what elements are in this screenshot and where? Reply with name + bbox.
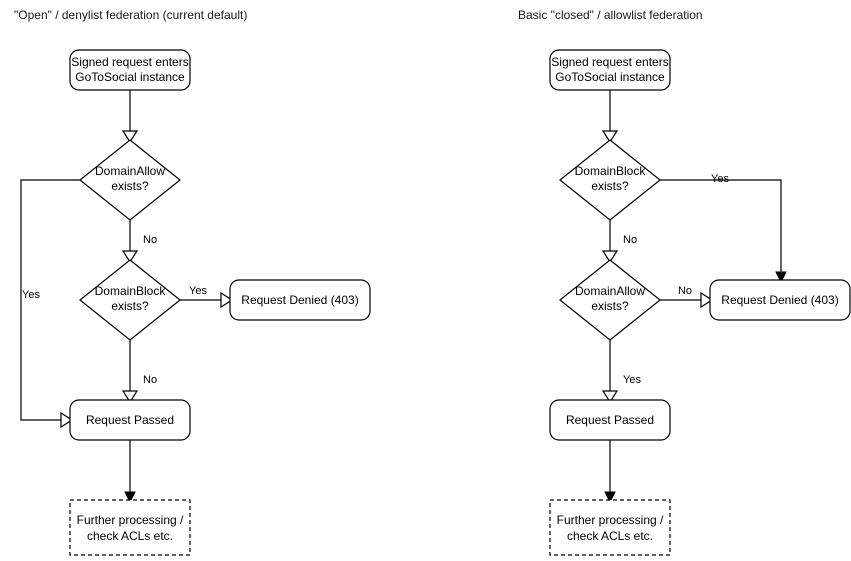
left-edge-label-decision2-no: No — [143, 374, 157, 386]
left-start-label-line2: GoToSocial instance — [75, 70, 185, 84]
left-edge-decision1-yes: Yes — [20, 179, 80, 429]
left-section-title: "Open" / denylist federation (current de… — [14, 8, 247, 22]
right-edge-decision2-no: No — [660, 285, 714, 309]
right-further-shape — [549, 499, 671, 556]
right-denied-label: Request Denied (403) — [721, 293, 838, 307]
left-passed-label: Request Passed — [86, 413, 174, 427]
left-further-node[interactable]: Further processing / check ACLs etc. — [69, 499, 191, 556]
left-start-node[interactable]: Signed request enters GoToSocial instanc… — [69, 49, 191, 91]
left-edge-decision2-yes: Yes — [180, 285, 234, 309]
left-decision2-label-line2: exists? — [111, 299, 149, 313]
left-denied-node[interactable]: Request Denied (403) — [229, 279, 371, 321]
right-passed-label: Request Passed — [566, 413, 654, 427]
right-edge-decision2-yes: Yes — [601, 340, 641, 404]
left-edge-label-decision2-yes: Yes — [189, 285, 207, 297]
left-edge-passed-to-further — [124, 440, 136, 504]
left-edge-label-decision1-no: No — [143, 234, 157, 246]
left-decision1-node[interactable]: DomainAllow exists? — [79, 139, 181, 221]
right-flow-group: Basic "closed" / allowlist federation Si… — [518, 8, 851, 556]
right-decision1-node[interactable]: DomainBlock exists? — [559, 139, 661, 221]
right-further-node[interactable]: Further processing / check ACLs etc. — [549, 499, 671, 556]
right-section-title: Basic "closed" / allowlist federation — [518, 8, 703, 22]
left-decision2-node[interactable]: DomainBlock exists? — [79, 259, 181, 341]
left-start-label-line1: Signed request enters — [71, 55, 188, 69]
right-further-label-line2: check ACLs etc. — [567, 529, 653, 543]
right-start-label-line2: GoToSocial instance — [555, 70, 665, 84]
right-decision1-label-line2: exists? — [591, 179, 629, 193]
left-denied-label: Request Denied (403) — [241, 293, 358, 307]
right-start-node[interactable]: Signed request enters GoToSocial instanc… — [549, 49, 671, 91]
left-edge-decision1-no: No — [121, 220, 157, 264]
left-passed-node[interactable]: Request Passed — [69, 399, 191, 441]
left-flow-group: "Open" / denylist federation (current de… — [14, 8, 371, 556]
right-edge-decision1-yes: Yes — [660, 173, 787, 284]
right-start-label-line1: Signed request enters — [551, 55, 668, 69]
left-edge-decision2-no: No — [121, 340, 157, 404]
right-edge-label-decision2-yes: Yes — [623, 374, 641, 386]
right-decision2-node[interactable]: DomainAllow exists? — [559, 259, 661, 341]
left-edge-start-to-decision1 — [121, 90, 139, 144]
right-edge-label-decision1-yes: Yes — [711, 173, 729, 185]
left-further-label-line1: Further processing / — [77, 513, 184, 527]
left-decision1-label-line2: exists? — [111, 179, 149, 193]
right-edge-label-decision2-no: No — [678, 285, 692, 297]
left-decision2-label-line1: DomainBlock — [95, 284, 167, 298]
right-decision2-label-line1: DomainAllow — [575, 284, 645, 298]
right-edge-passed-to-further — [604, 440, 616, 504]
right-edge-label-decision1-no: No — [623, 234, 637, 246]
left-further-label-line2: check ACLs etc. — [87, 529, 173, 543]
right-denied-shape — [709, 279, 851, 321]
right-further-label-line1: Further processing / — [557, 513, 664, 527]
left-denied-shape — [229, 279, 371, 321]
right-decision1-label-line1: DomainBlock — [575, 164, 647, 178]
right-passed-node[interactable]: Request Passed — [549, 399, 671, 441]
right-edge-decision1-no: No — [601, 220, 637, 264]
left-edge-label-decision1-yes: Yes — [22, 289, 40, 301]
right-decision2-label-line2: exists? — [591, 299, 629, 313]
right-denied-node[interactable]: Request Denied (403) — [709, 279, 851, 321]
left-further-shape — [69, 499, 191, 556]
right-edge-start-to-decision1 — [601, 90, 619, 144]
left-decision1-label-line1: DomainAllow — [95, 164, 165, 178]
